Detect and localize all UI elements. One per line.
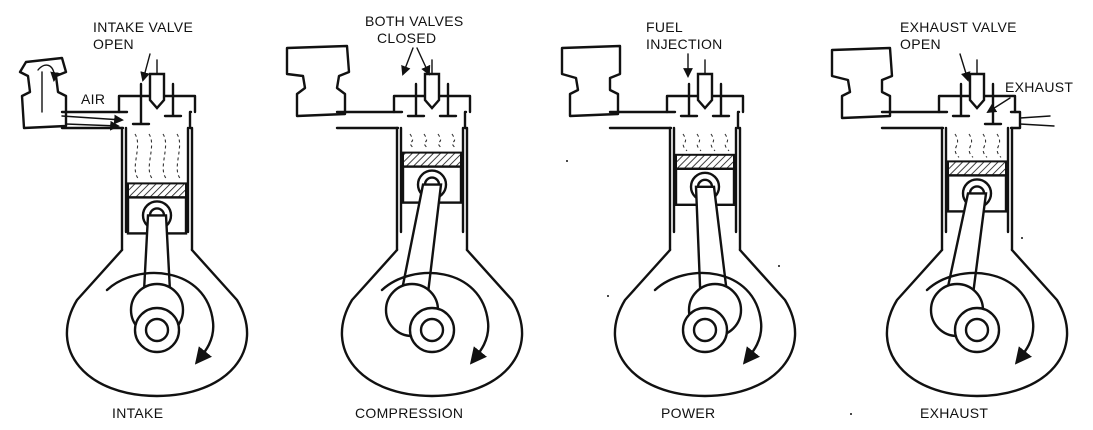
annotation-line-2: OPEN [93, 36, 134, 52]
crankshaft-hub [964, 317, 990, 343]
intake-pipe [335, 110, 404, 130]
cylinder-liner [399, 126, 465, 234]
exhaust-pipe [463, 110, 468, 130]
panel-compression: BOTH VALVES CLOSED COMPRESSION [285, 13, 524, 421]
annotation-line-1: FUEL [646, 19, 683, 35]
cylinder-liner [124, 126, 190, 234]
gas-swirl [437, 133, 443, 149]
piston-crown [675, 153, 735, 170]
crankshaft-hub [419, 317, 445, 343]
side-label: AIR [81, 91, 105, 107]
print-specks [566, 160, 1023, 415]
rotation-arrow [653, 271, 763, 365]
side-label: EXHAUST [1005, 79, 1073, 95]
fuel-injector [968, 72, 986, 110]
annotation-line-1: BOTH VALVES [365, 13, 463, 29]
engine-drawing [60, 59, 249, 398]
annotation-text: BOTH VALVES CLOSED [365, 13, 463, 76]
fuel-injector [423, 72, 441, 110]
piston-crown [947, 160, 1007, 177]
exhaust-valve [438, 82, 458, 118]
gas-swirl [954, 133, 960, 158]
air-flow-arrows [61, 114, 124, 131]
rotation-arrow [105, 271, 215, 365]
panel-exhaust: EXHAUST VALVE OPEN EXHAUST EXHAUST [830, 19, 1073, 421]
annotation-line-1: INTAKE VALVE [93, 19, 193, 35]
cylinder-head [937, 94, 1017, 114]
gas-swirl [148, 133, 154, 180]
intake-valve [679, 82, 699, 118]
exhaust-flow-lines [1019, 115, 1055, 127]
annotation-line-2: OPEN [900, 36, 941, 52]
gas-swirl [451, 133, 457, 149]
annotation-line-2: CLOSED [377, 30, 436, 46]
crankshaft-hub [692, 317, 718, 343]
panel-caption: COMPRESSION [355, 405, 463, 421]
intake-pipe [608, 110, 677, 130]
intake-valve [406, 82, 426, 118]
exhaust-pipe [736, 110, 741, 130]
cylinder-wall [940, 126, 1014, 252]
gas-swirl [162, 133, 168, 180]
gas-swirl [696, 133, 702, 152]
annotation-text: FUEL INJECTION [646, 19, 723, 78]
annotation-line-1: EXHAUST VALVE [900, 19, 1017, 35]
exhaust-pipe [188, 110, 193, 130]
rotation-arrow [925, 271, 1035, 365]
gas-swirl [409, 133, 415, 149]
panel-caption: INTAKE [112, 405, 163, 421]
intake-valve [131, 82, 151, 126]
gas-swirl [176, 133, 182, 180]
piston-crown [402, 151, 462, 168]
air-box-icon [18, 56, 68, 130]
exhaust-pipe [1009, 110, 1022, 130]
gas-swirl [682, 133, 688, 152]
gas-swirl [982, 133, 988, 158]
crankcase [340, 248, 524, 398]
cylinder-wall [668, 126, 742, 252]
cylinder-wall [395, 126, 469, 252]
panel-intake: INTAKE VALVE OPEN AIR INTAKE [18, 19, 249, 421]
cylinder-head [392, 94, 472, 114]
engine-drawing [335, 59, 524, 398]
air-box-icon [830, 46, 894, 120]
fuel-injector [696, 72, 714, 110]
cylinder-liner [944, 126, 1010, 234]
cylinder-liner [672, 126, 738, 234]
intake-pipe [880, 110, 949, 130]
crankcase [65, 248, 249, 398]
intake-valve [951, 82, 971, 118]
crankcase [885, 248, 1069, 398]
gas-swirl [724, 133, 730, 152]
rotation-arrow [380, 271, 490, 365]
exhaust-pointer-arrow [986, 97, 1011, 114]
panel-caption: POWER [661, 405, 715, 421]
cylinder-head [117, 94, 197, 114]
exhaust-valve [711, 82, 731, 118]
exhaust-valve [163, 82, 183, 118]
crankcase [613, 248, 797, 398]
panel-caption: EXHAUST [920, 405, 988, 421]
panel-power: FUEL INJECTION POWER [560, 19, 797, 421]
annotation-line-2: INJECTION [646, 36, 723, 52]
gas-swirl [134, 133, 140, 180]
exhaust-valve [983, 82, 1003, 126]
gas-swirl [710, 133, 716, 152]
fuel-injector [148, 72, 166, 110]
engine-drawing [880, 59, 1069, 398]
cylinder-head [665, 94, 745, 114]
piston-crown [127, 182, 187, 199]
annotation-text: EXHAUST VALVE OPEN [900, 19, 1017, 82]
gas-swirl [968, 133, 974, 158]
gas-swirl [423, 133, 429, 149]
air-box-icon [285, 44, 351, 118]
annotation-text: INTAKE VALVE OPEN [93, 19, 193, 82]
crankshaft-hub [144, 317, 170, 343]
air-box-icon [560, 44, 622, 118]
gas-swirl [996, 133, 1002, 158]
cylinder-wall [120, 126, 194, 252]
engine-drawing [608, 59, 797, 398]
